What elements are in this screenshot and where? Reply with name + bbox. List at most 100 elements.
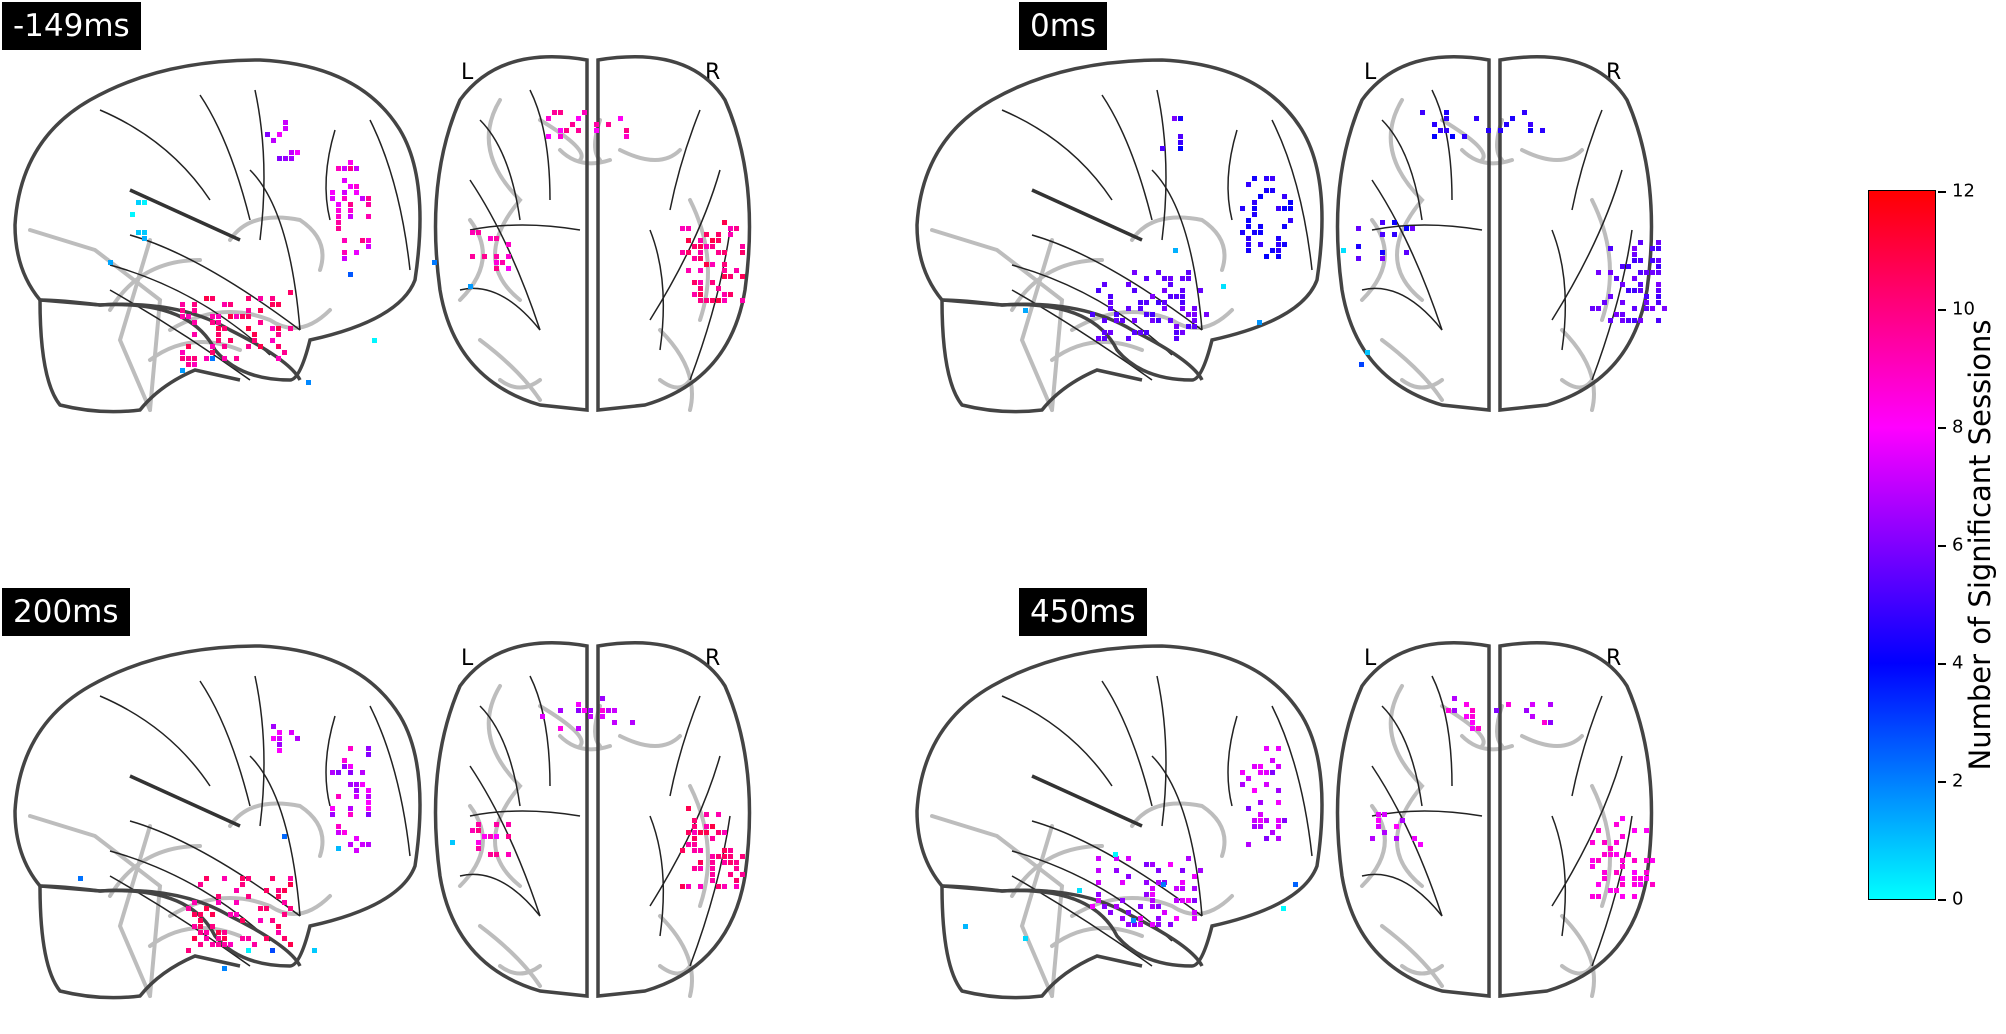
voxel <box>1023 936 1028 941</box>
voxel <box>582 708 587 713</box>
voxel <box>276 326 281 331</box>
voxel <box>1476 726 1481 731</box>
voxel <box>1132 270 1137 275</box>
voxel <box>142 236 147 241</box>
voxel <box>698 848 703 853</box>
voxel <box>1173 248 1178 253</box>
voxel <box>222 942 227 947</box>
voxel <box>594 122 599 127</box>
voxel <box>276 344 281 349</box>
sagittal-sulcus <box>99 695 211 787</box>
voxel <box>1341 248 1346 253</box>
voxel <box>1198 288 1203 293</box>
voxel <box>264 936 269 941</box>
voxel <box>710 872 715 877</box>
voxel <box>1370 836 1375 841</box>
voxel <box>258 308 263 313</box>
voxel <box>692 292 697 297</box>
voxel <box>1590 864 1595 869</box>
voxel <box>240 918 245 923</box>
axial-sulcus <box>658 378 692 390</box>
voxel <box>1608 846 1613 851</box>
voxel <box>1258 812 1263 817</box>
axial-outline-right <box>596 55 752 412</box>
voxel <box>1596 882 1601 887</box>
voxel <box>366 794 371 799</box>
voxel <box>1192 898 1197 903</box>
voxel <box>1096 868 1101 873</box>
axial-sulcus <box>529 675 551 787</box>
voxel <box>476 822 481 827</box>
voxel <box>686 226 691 231</box>
voxel <box>1126 910 1131 915</box>
voxel <box>1138 330 1143 335</box>
voxel <box>722 292 727 297</box>
voxel <box>1528 128 1533 133</box>
voxel <box>1150 862 1155 867</box>
voxel <box>1162 300 1167 305</box>
axial-sulcus <box>1400 964 1444 976</box>
voxel <box>234 900 239 905</box>
voxel <box>1530 702 1535 707</box>
panel-time-label: 0ms <box>1019 2 1108 50</box>
colorbar-tick <box>1938 545 1946 547</box>
voxel <box>192 332 197 337</box>
axial-sulcus <box>1520 148 1584 162</box>
colorbar-tick-label: 12 <box>1952 180 1975 202</box>
axial-sulcus <box>1571 695 1603 797</box>
voxel <box>588 708 593 713</box>
voxel <box>704 824 709 829</box>
voxel <box>1650 246 1655 251</box>
voxel <box>222 966 227 971</box>
voxel <box>476 846 481 851</box>
axial-sulcus <box>618 148 682 162</box>
voxel <box>270 876 275 881</box>
voxel <box>494 254 499 259</box>
voxel <box>1252 230 1257 235</box>
voxel <box>108 260 113 265</box>
voxel <box>716 238 721 243</box>
voxel <box>506 242 511 247</box>
sagittal-sulcus <box>99 109 211 201</box>
voxel <box>246 326 251 331</box>
voxel <box>1644 876 1649 881</box>
voxel <box>612 708 617 713</box>
sagittal-sulcus <box>1271 119 1313 271</box>
voxel <box>288 882 293 887</box>
voxel <box>342 166 347 171</box>
voxel <box>698 268 703 273</box>
voxel <box>1400 818 1405 823</box>
voxel <box>506 266 511 271</box>
voxel <box>1174 336 1179 341</box>
voxel <box>366 244 371 249</box>
axial-sulcus <box>1591 229 1633 381</box>
voxel <box>258 918 263 923</box>
voxel <box>1180 330 1185 335</box>
sagittal-sulcus <box>1010 258 1104 312</box>
voxel <box>1186 276 1191 281</box>
voxel <box>1638 270 1643 275</box>
voxel <box>366 746 371 751</box>
voxel <box>558 726 563 731</box>
voxel <box>1144 862 1149 867</box>
sagittal-sulcus <box>369 705 411 857</box>
voxel <box>576 702 581 707</box>
voxel <box>240 936 245 941</box>
voxel <box>1418 842 1423 847</box>
axial-sulcus <box>1361 873 1443 917</box>
axial-sulcus <box>658 328 694 412</box>
voxel <box>216 930 221 935</box>
voxel <box>1590 894 1595 899</box>
voxel <box>1102 318 1107 323</box>
voxel <box>1178 140 1183 145</box>
voxel <box>295 736 300 741</box>
voxel <box>1246 182 1251 187</box>
voxel <box>1632 876 1637 881</box>
voxel <box>692 818 697 823</box>
voxel <box>342 830 347 835</box>
voxel <box>488 852 493 857</box>
voxel <box>1126 922 1131 927</box>
voxel <box>1638 318 1643 323</box>
axial-sulcus <box>538 704 584 748</box>
